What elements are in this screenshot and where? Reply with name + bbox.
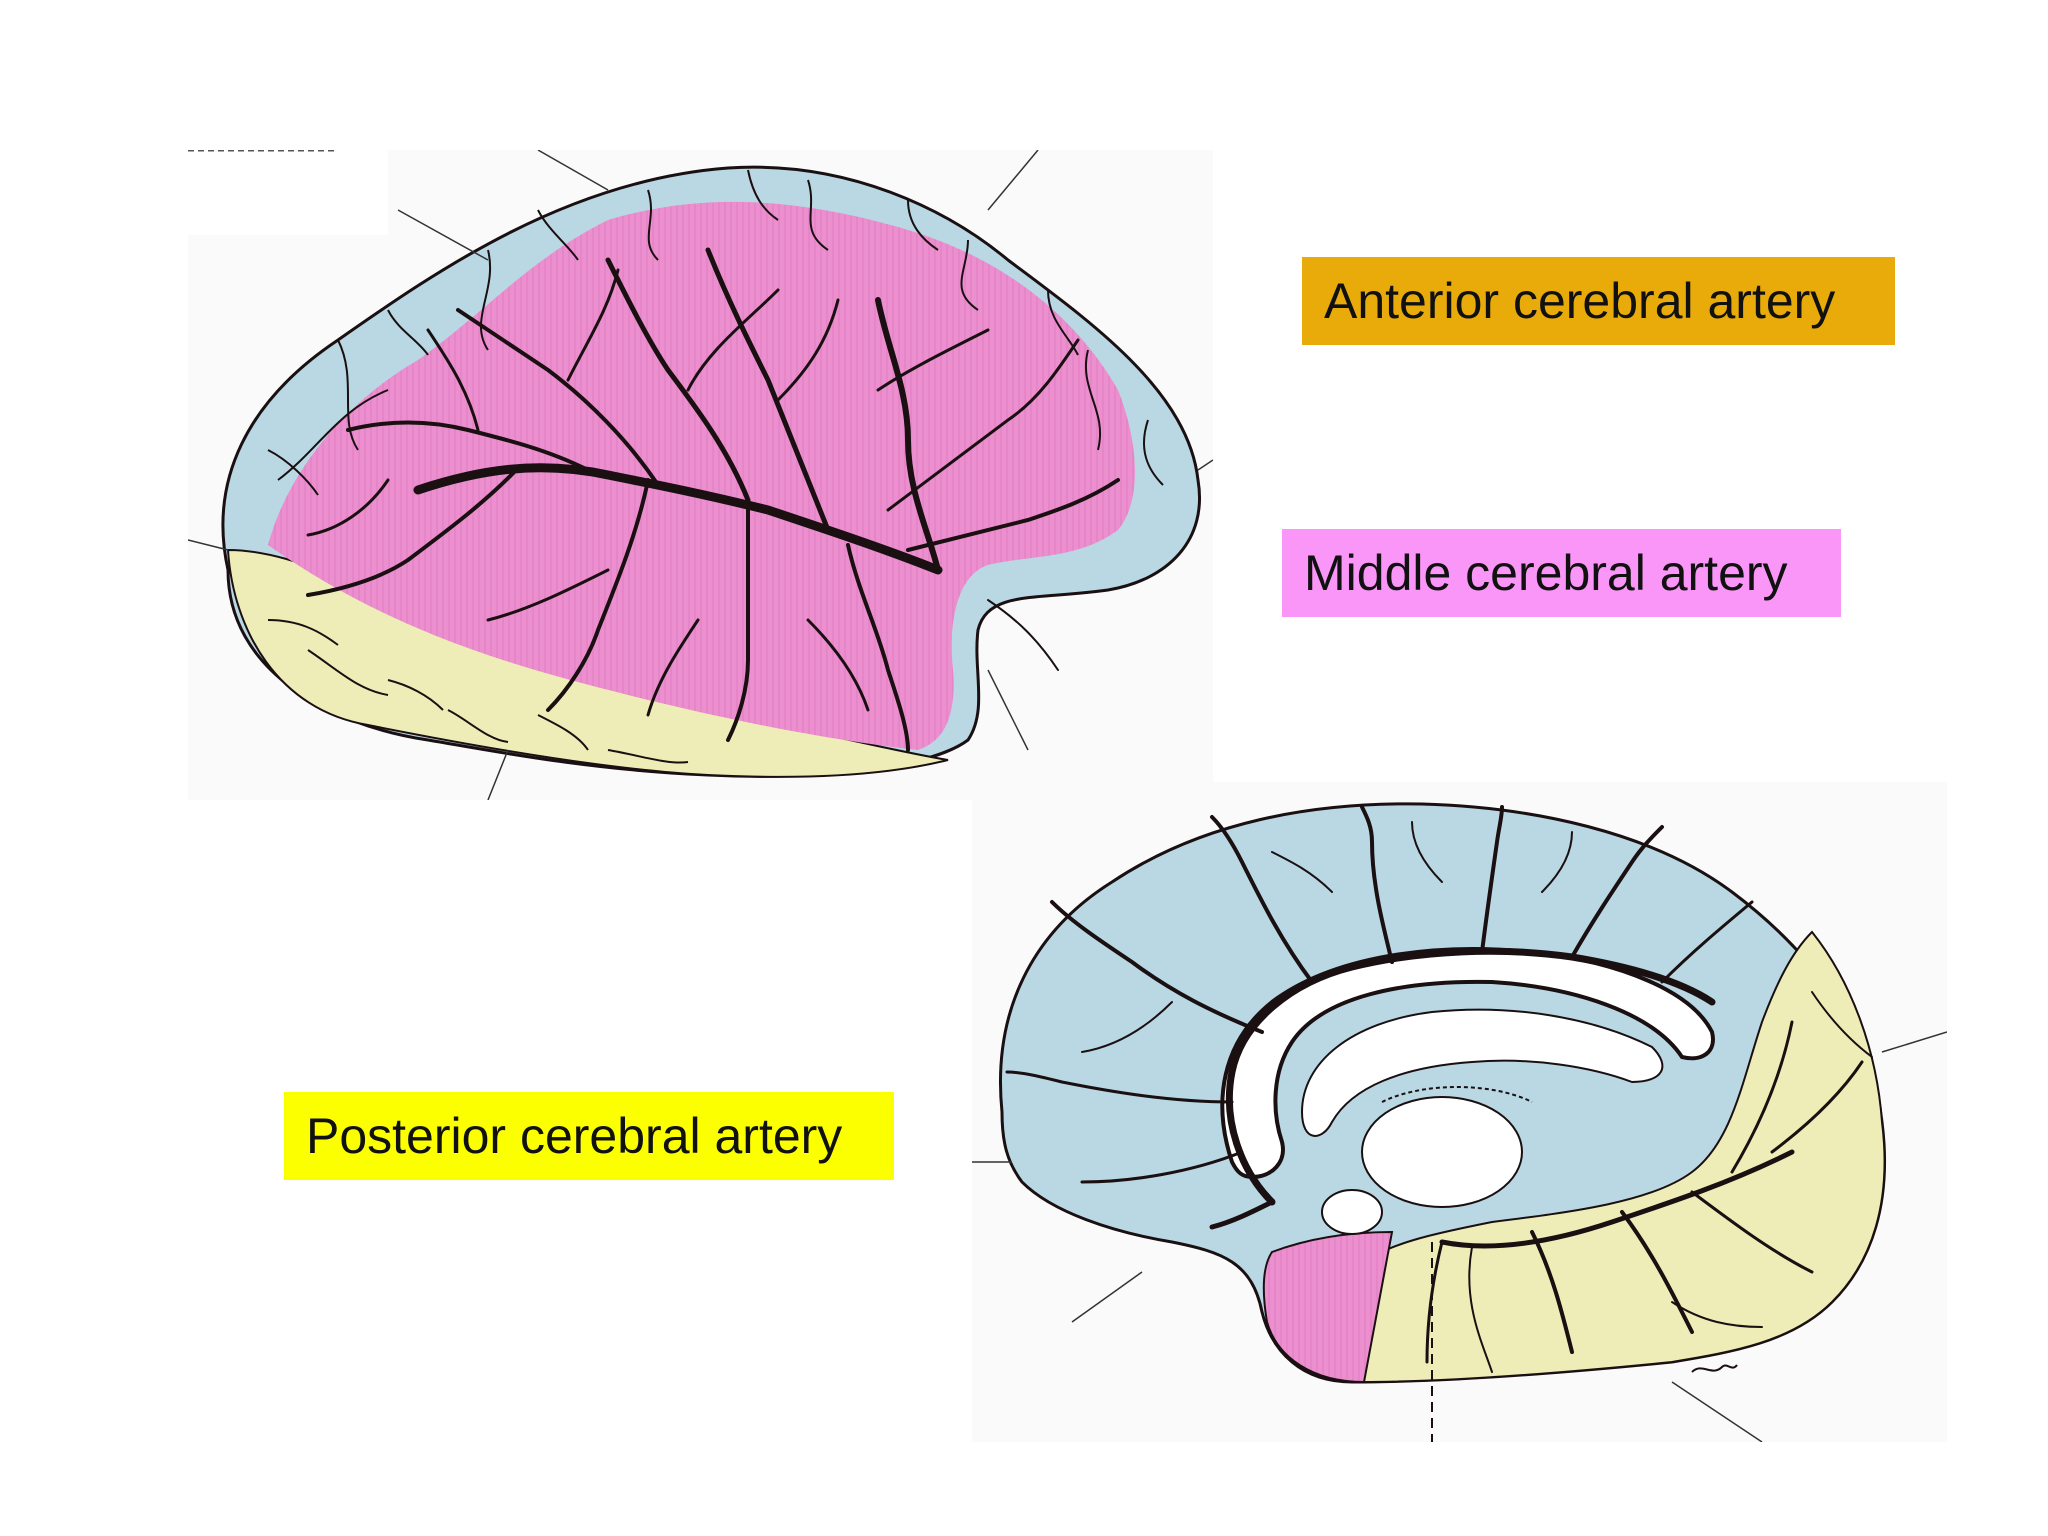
pca-territory-medial — [1360, 930, 1886, 1384]
brain-medial-view-icon — [972, 782, 1947, 1442]
middle-cerebral-artery-label: Middle cerebral artery — [1282, 529, 1841, 617]
posterior-cerebral-artery-label: Posterior cerebral artery — [284, 1092, 894, 1180]
brain-lateral-view-icon — [188, 150, 1213, 800]
illustrator-signature-icon — [1691, 1364, 1738, 1373]
mca-territory-lateral — [268, 201, 1135, 750]
brain-medial-view — [972, 782, 1947, 1442]
anterior-cerebral-artery-label: Anterior cerebral artery — [1302, 257, 1895, 345]
brain-lateral-view — [188, 150, 1213, 800]
